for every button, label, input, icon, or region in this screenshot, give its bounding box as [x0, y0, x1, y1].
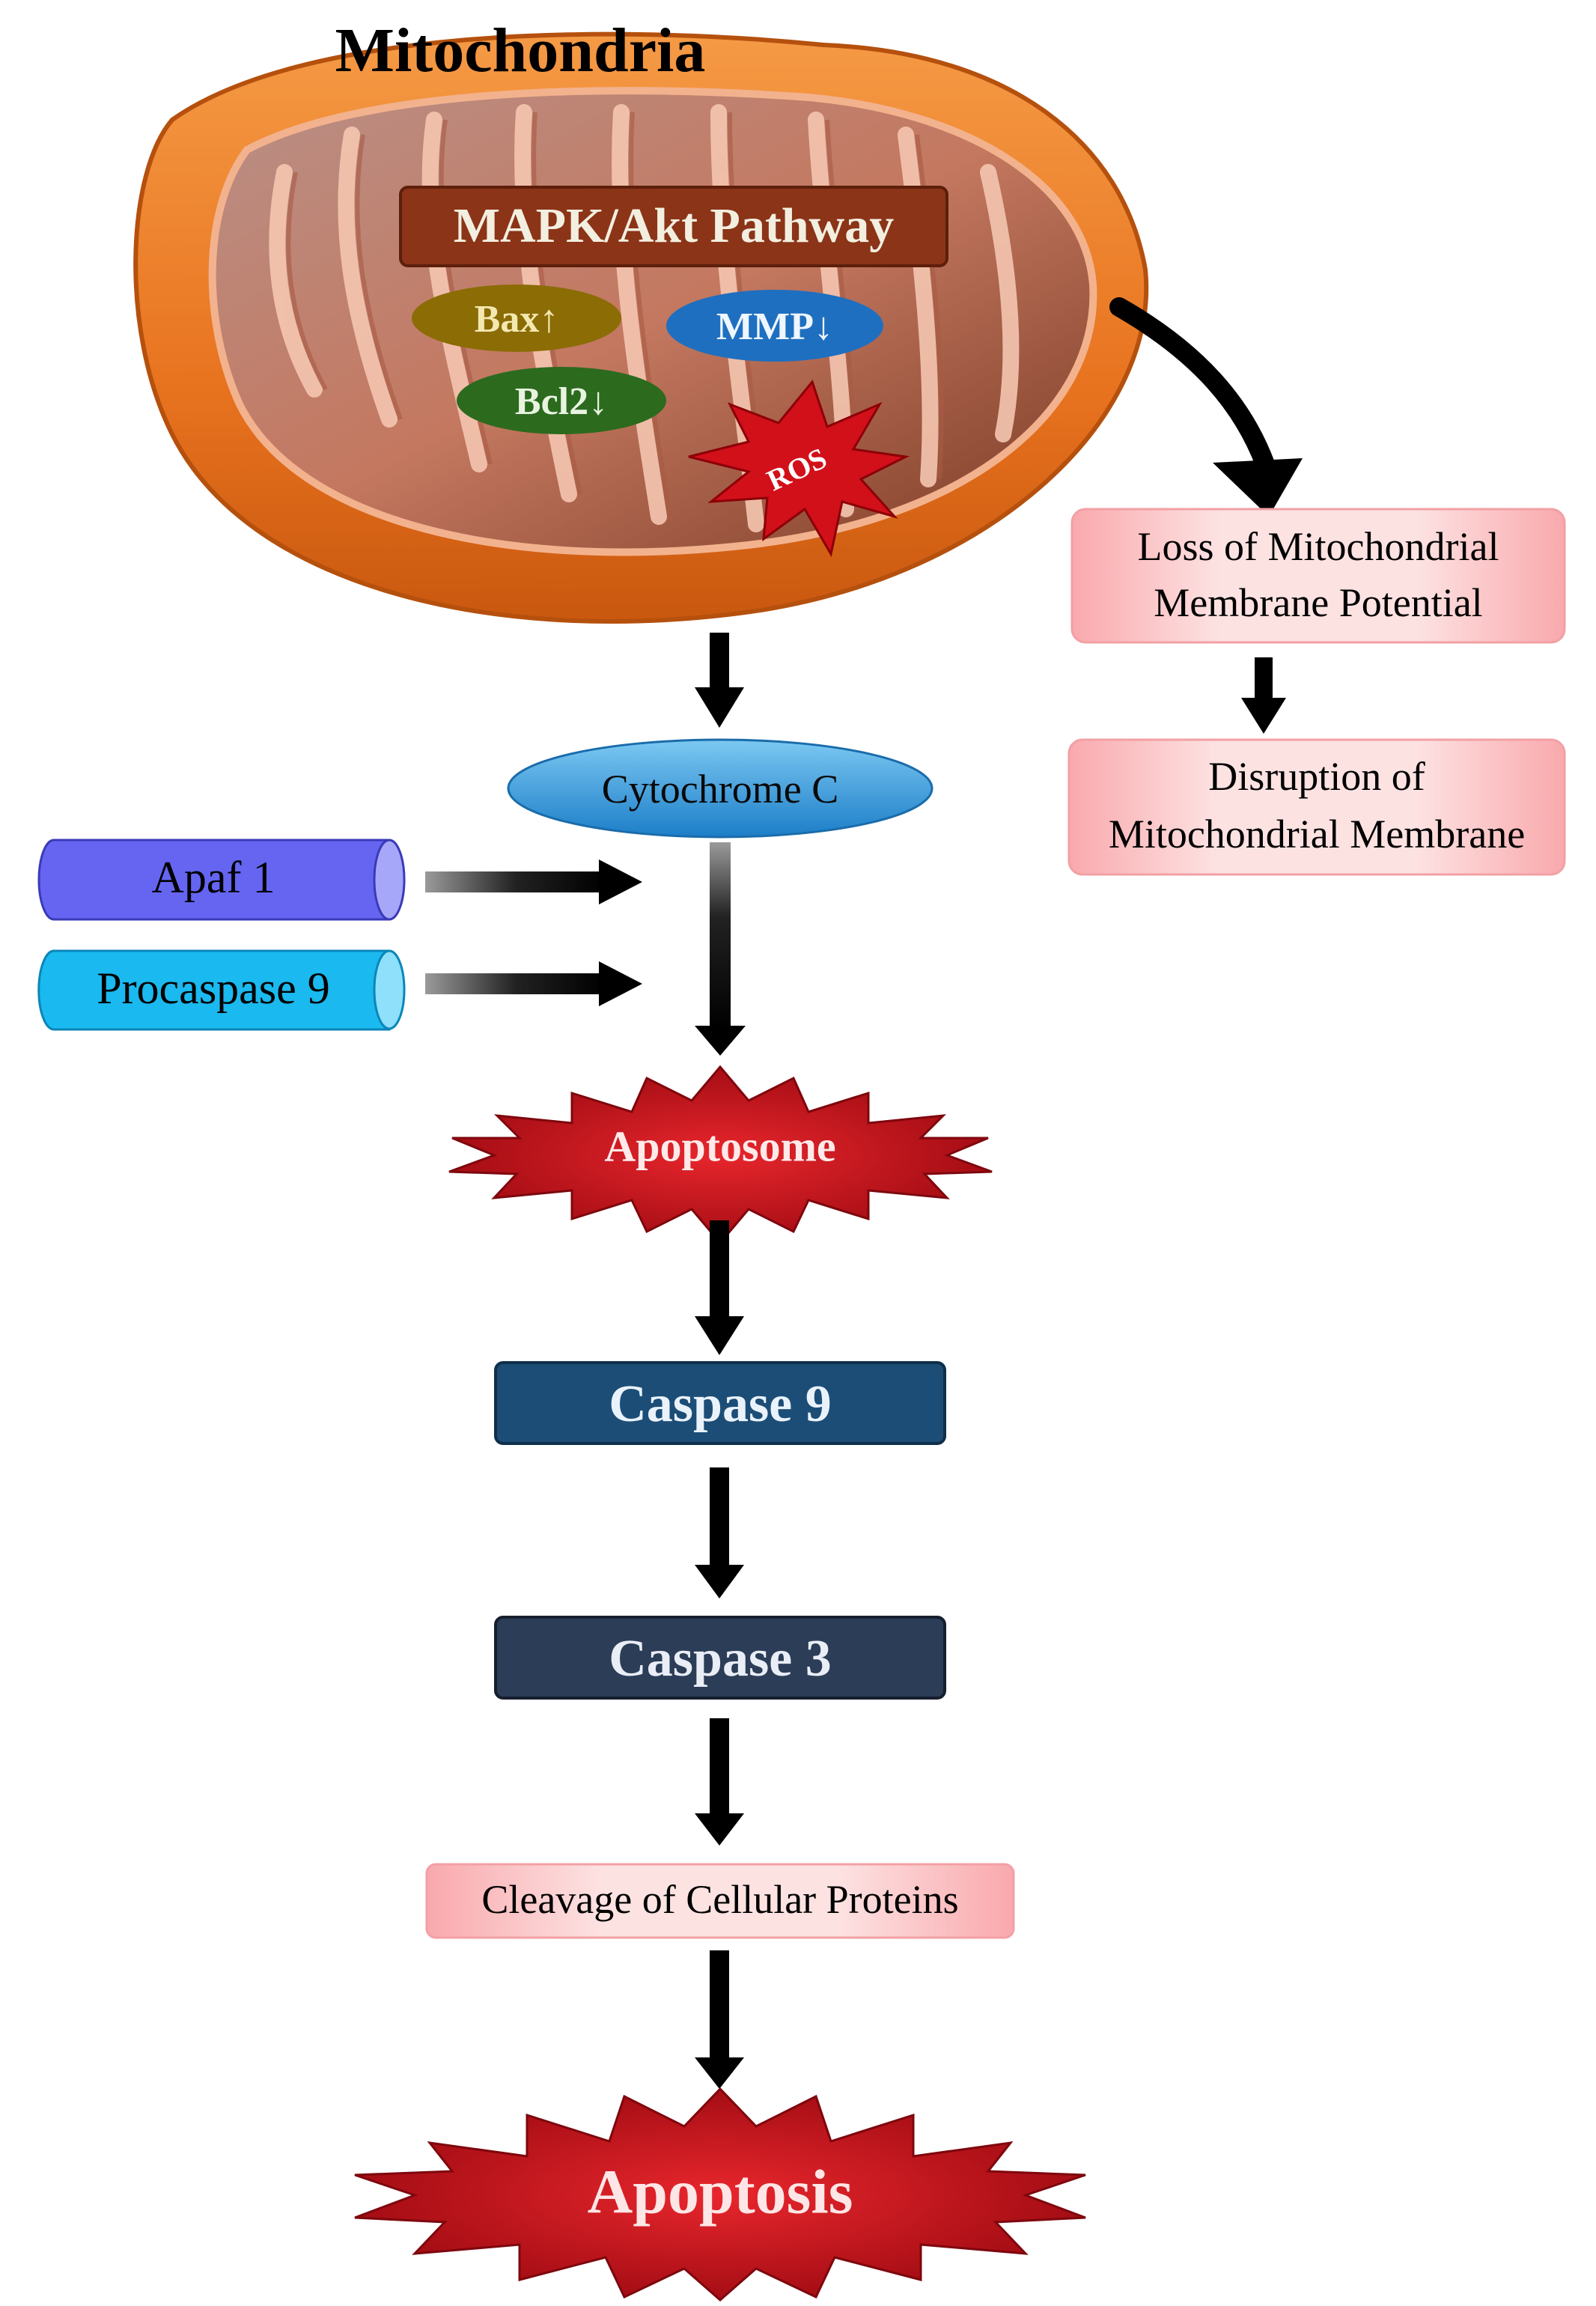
mapk-akt-pathway-box: MAPK/Akt Pathway: [399, 186, 948, 267]
arrow-loss-to-disruption-head: [1241, 698, 1286, 734]
mapk-akt-pathway-label: MAPK/Akt Pathway: [454, 198, 894, 253]
mmp-label: MMP↓: [716, 305, 833, 348]
arrow-mito-to-cytochrome-head: [695, 687, 744, 728]
arrow-procaspase9-shaft: [425, 973, 605, 994]
cytochrome-c-ellipse: Cytochrome C: [507, 738, 933, 839]
arrow-caspase3-to-cleavage-head: [695, 1813, 744, 1846]
cleavage-label: Cleavage of Cellular Proteins: [481, 1877, 958, 1922]
bcl2-ellipse: Bcl2↓: [457, 367, 666, 434]
curved-arrow-head: [1213, 458, 1303, 517]
cleavage-box: Cleavage of Cellular Proteins: [425, 1863, 1015, 1939]
arrow-cytochrome-to-apoptosome-head: [695, 1026, 746, 1056]
arrow-loss-to-disruption-shaft: [1255, 657, 1273, 702]
disruption-of-membrane-line2: Mitochondrial Membrane: [1109, 812, 1525, 857]
arrow-procaspase9-head: [599, 961, 642, 1006]
cytochrome-c-label: Cytochrome C: [602, 767, 838, 812]
disruption-of-membrane-line1: Disruption of: [1208, 754, 1425, 799]
bax-label: Bax↑: [475, 298, 559, 341]
bax-ellipse: Bax↑: [412, 285, 621, 352]
arrow-apoptosome-to-caspase9-head: [695, 1316, 744, 1355]
apoptosome-burst: Apoptosome: [448, 1065, 993, 1245]
apoptosis-burst: Apoptosis: [354, 2087, 1086, 2302]
caspase9-box: Caspase 9: [494, 1361, 946, 1445]
mmp-ellipse: MMP↓: [666, 290, 883, 362]
loss-of-membrane-potential-box: Loss of Mitochondrial Membrane Potential: [1070, 508, 1566, 644]
loss-of-membrane-potential-line2: Membrane Potential: [1154, 580, 1482, 625]
arrow-apaf1-shaft: [425, 871, 605, 892]
arrow-apoptosome-to-caspase9-shaft: [710, 1220, 729, 1321]
apoptosis-label: Apoptosis: [588, 2157, 853, 2227]
diagram-title: Mitochondria: [335, 16, 706, 85]
apaf1-cylinder: Apaf 1: [37, 839, 406, 921]
curved-arrow-to-membrane-loss: [1109, 297, 1275, 474]
arrow-caspase9-to-caspase3-shaft: [710, 1467, 729, 1571]
caspase3-box: Caspase 3: [494, 1616, 946, 1700]
arrow-apaf1-head: [599, 860, 642, 904]
arrow-cleavage-to-apoptosis-shaft: [710, 1950, 729, 2063]
arrow-mito-to-cytochrome-shaft: [710, 633, 729, 693]
arrow-cleavage-to-apoptosis-head: [695, 2057, 744, 2089]
arrow-caspase9-to-caspase3-head: [695, 1565, 744, 1598]
bcl2-label: Bcl2↓: [515, 380, 608, 423]
disruption-of-membrane-box: Disruption of Mitochondrial Membrane: [1067, 738, 1566, 876]
arrow-cytochrome-to-apoptosome-shaft: [710, 842, 731, 1029]
apoptosome-label: Apoptosome: [604, 1122, 835, 1170]
procaspase9-cylinder: Procaspase 9: [37, 949, 406, 1031]
arrow-caspase3-to-cleavage-shaft: [710, 1718, 729, 1819]
ros-burst: ROS: [688, 379, 910, 558]
caspase9-label: Caspase 9: [609, 1375, 832, 1433]
apaf1-label: Apaf 1: [152, 853, 275, 902]
procaspase9-label: Procaspase 9: [97, 964, 330, 1013]
caspase3-label: Caspase 3: [609, 1630, 832, 1688]
mitochondrion-illustration: [133, 31, 1149, 624]
loss-of-membrane-potential-line1: Loss of Mitochondrial: [1138, 524, 1499, 569]
